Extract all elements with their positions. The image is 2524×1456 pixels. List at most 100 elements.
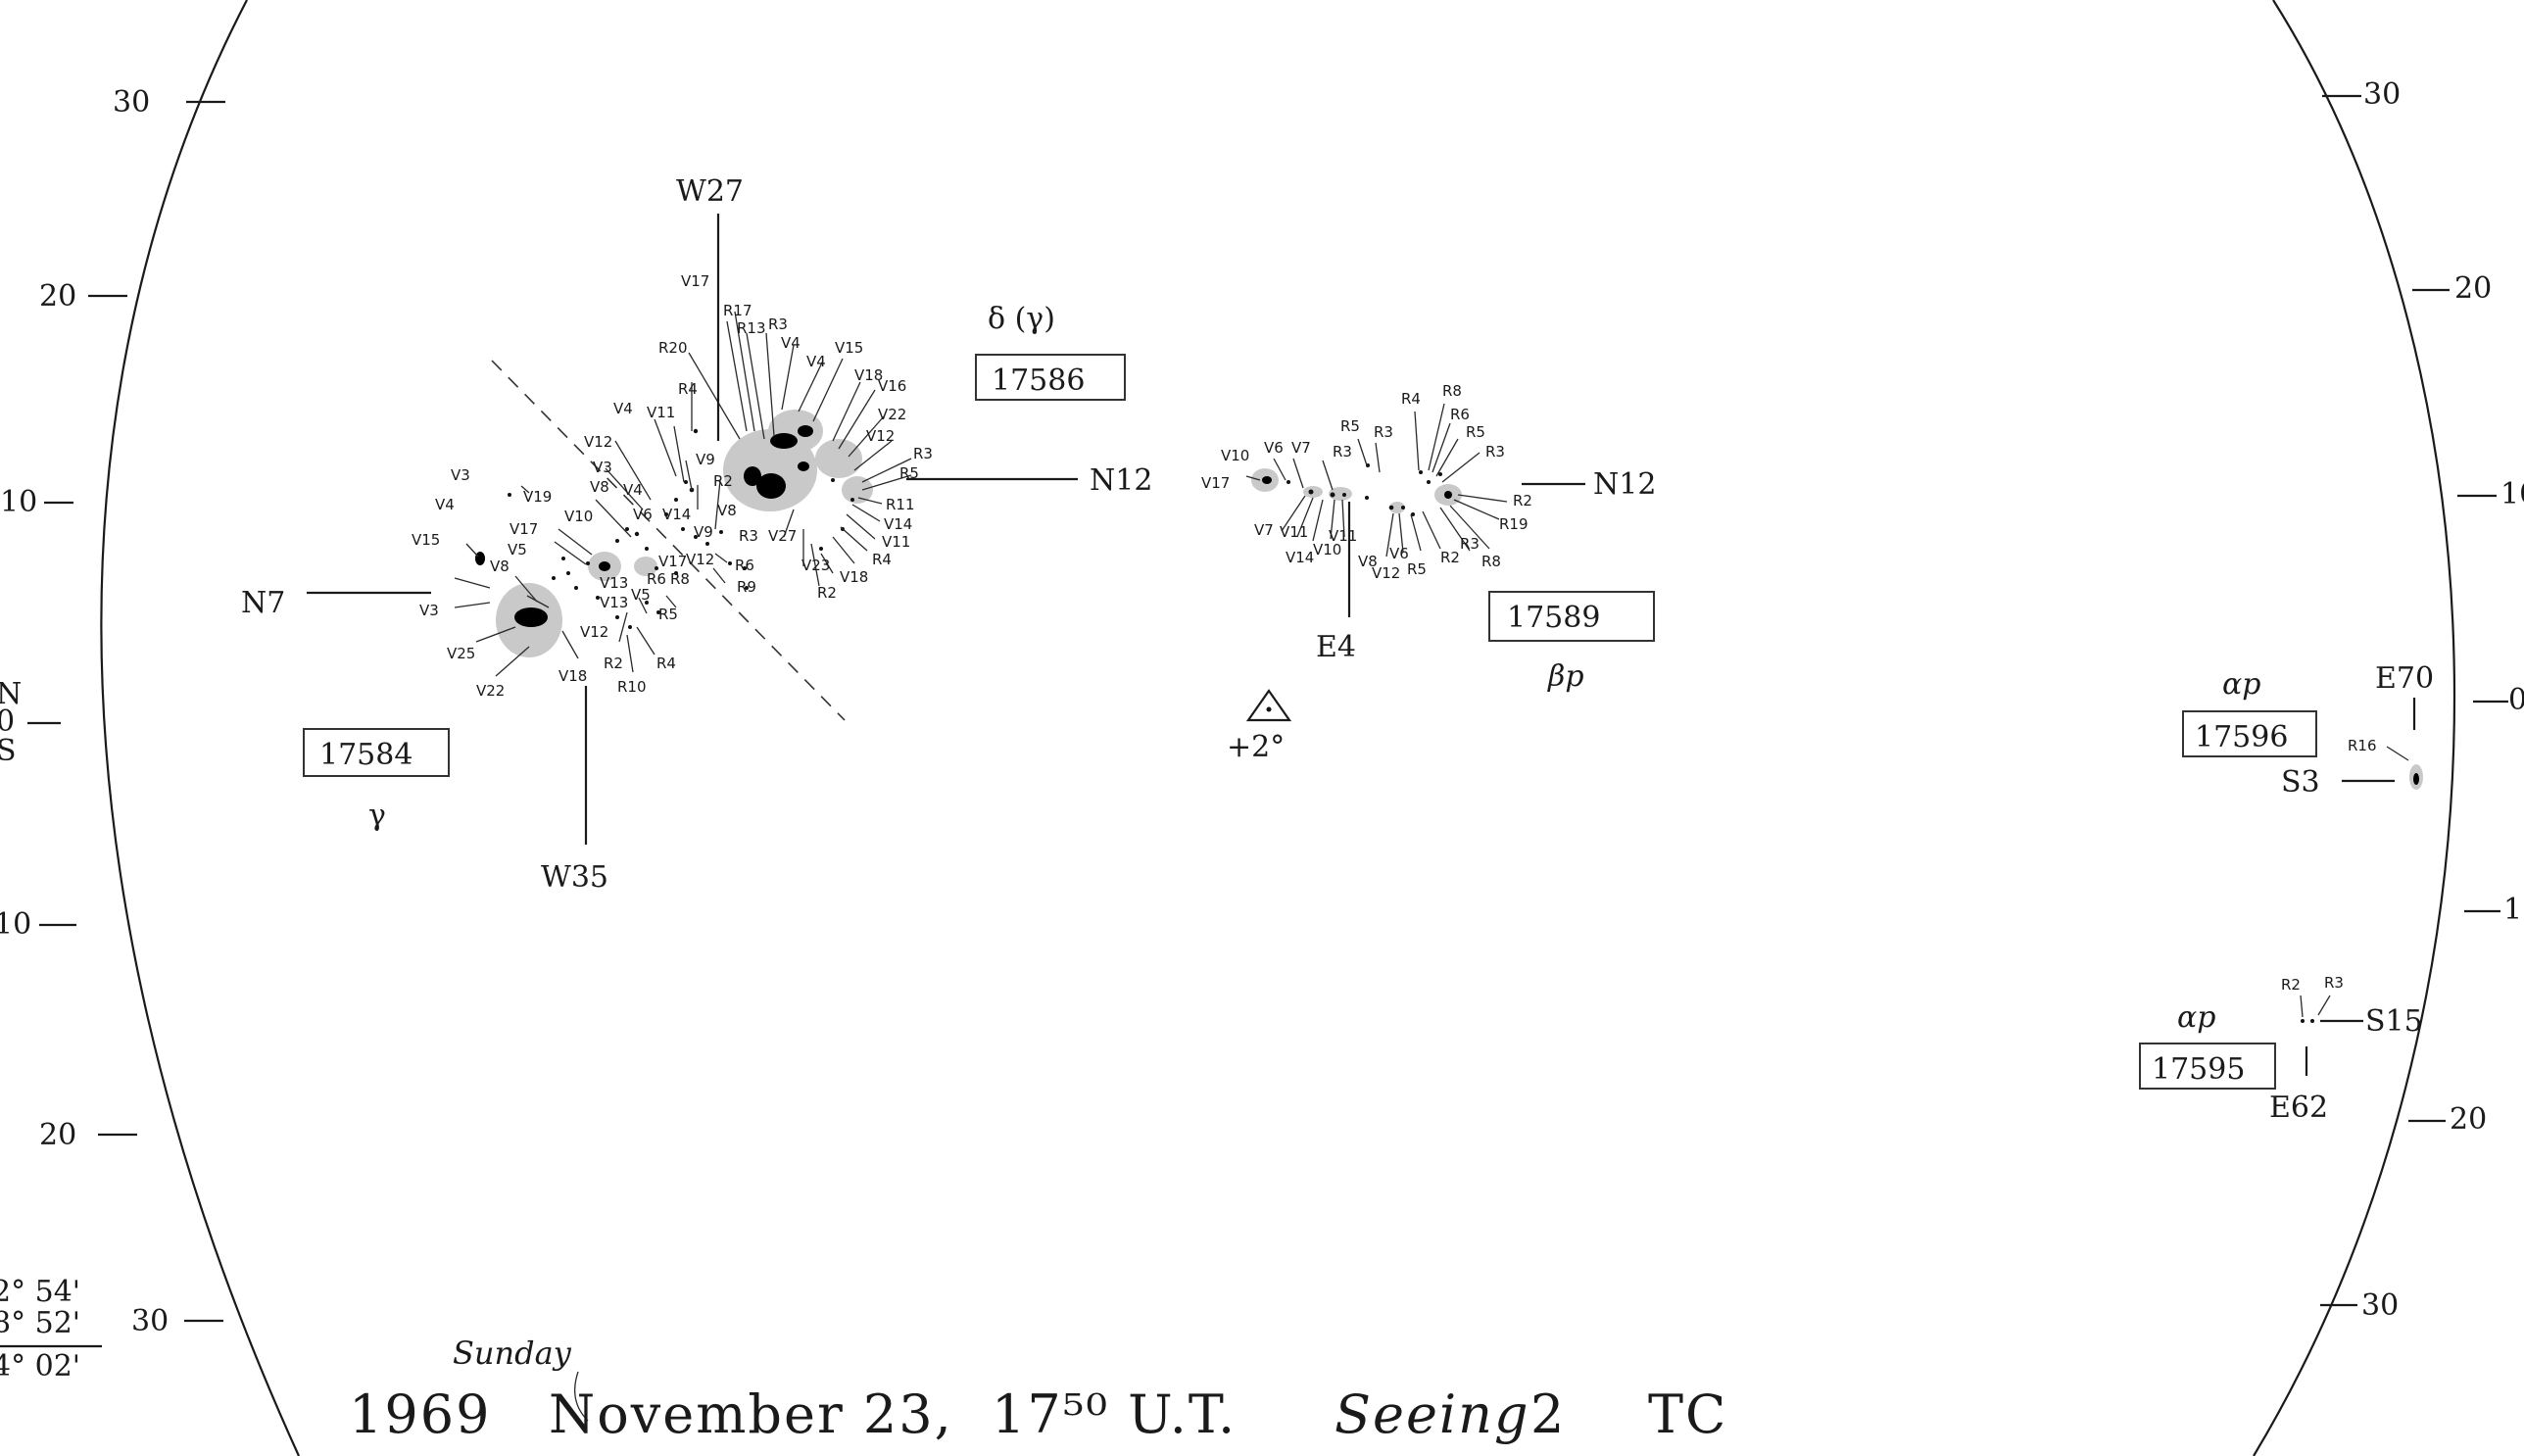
spot-label: R5 bbox=[1407, 560, 1427, 578]
spot-label: V7 bbox=[1254, 521, 1274, 539]
penumbra bbox=[1389, 502, 1405, 513]
spot-label: V12 bbox=[866, 427, 895, 445]
spot-label: R13 bbox=[737, 319, 766, 337]
footer-seeing-label: Seeing bbox=[1335, 1383, 1530, 1445]
spot-label: V4 bbox=[623, 481, 643, 499]
spot-label: V10 bbox=[1221, 447, 1249, 464]
spot-label: R5 bbox=[1340, 417, 1360, 435]
group-box-17584 bbox=[303, 728, 450, 777]
svg-text:4° 02': 4° 02' bbox=[0, 1349, 80, 1383]
coord-label-w27: W27 bbox=[676, 174, 744, 209]
spot-label: R3 bbox=[1333, 443, 1352, 461]
spot-label: V18 bbox=[558, 667, 587, 685]
footer-seeing-value: 2 bbox=[1530, 1383, 1566, 1445]
umbra bbox=[798, 461, 809, 471]
spot-label: V17 bbox=[681, 272, 709, 290]
spot-label: V8 bbox=[590, 478, 609, 496]
spot-label: R3 bbox=[1485, 443, 1505, 461]
spot-label: R16 bbox=[2348, 737, 2377, 754]
equator-south-label: S bbox=[0, 734, 17, 768]
spot-label: V23 bbox=[801, 557, 830, 574]
spot-label: V3 bbox=[451, 466, 470, 484]
group-box-17586 bbox=[975, 354, 1126, 401]
group-box-17596 bbox=[2182, 710, 2317, 757]
umbra bbox=[2413, 773, 2419, 785]
spot-label: V12 bbox=[686, 551, 714, 568]
umbra bbox=[515, 610, 527, 620]
triangle-icon bbox=[1245, 689, 1292, 722]
pores bbox=[508, 428, 854, 629]
umbra bbox=[756, 473, 786, 499]
spot-label: V7 bbox=[1291, 439, 1311, 457]
spot-label: V22 bbox=[476, 682, 505, 700]
spot-label: V18 bbox=[854, 366, 883, 384]
spot-label: R10 bbox=[617, 678, 647, 696]
spot-label: R8 bbox=[1442, 382, 1462, 400]
spot-label: R5 bbox=[899, 464, 919, 482]
spot-label: V16 bbox=[878, 377, 906, 395]
spot-label: R8 bbox=[1481, 553, 1501, 570]
leader-lines bbox=[454, 311, 912, 677]
spot-label: R8 bbox=[670, 570, 690, 588]
penumbra bbox=[1329, 487, 1352, 501]
spot-label: R3 bbox=[2324, 974, 2344, 992]
coord-label-n12: N12 bbox=[1090, 463, 1152, 498]
spot-label: R5 bbox=[1466, 423, 1485, 441]
spot-labels-east: V10 V6 V7 V17 R5 R3 R4 R8 R6 R5 R3 R3 V7… bbox=[1201, 382, 1532, 582]
spot-label: V15 bbox=[835, 339, 863, 357]
spot-label: V22 bbox=[878, 406, 906, 423]
spot-label: R6 bbox=[647, 570, 666, 588]
penumbra bbox=[634, 557, 657, 576]
spot-label: V4 bbox=[781, 334, 801, 352]
group-class-17596: αp bbox=[2222, 667, 2260, 702]
spot-label: V5 bbox=[631, 586, 651, 604]
equator-north-label: N bbox=[0, 677, 22, 711]
spot-label: R2 bbox=[713, 472, 733, 490]
group-separator-line bbox=[491, 360, 846, 721]
spot-label: V9 bbox=[696, 451, 715, 468]
group-box-17589 bbox=[1488, 591, 1655, 642]
lat-label-right-20s: 20 bbox=[2450, 1102, 2487, 1137]
spot-label: V15 bbox=[412, 531, 440, 549]
spot-label: V5 bbox=[508, 541, 527, 558]
umbra bbox=[744, 466, 761, 486]
group-class-17595: αp bbox=[2177, 1000, 2215, 1035]
lat-label-left-20n: 20 bbox=[39, 279, 76, 314]
umbra bbox=[1444, 491, 1452, 499]
spot-label: V17 bbox=[658, 553, 687, 570]
umbra bbox=[770, 433, 798, 449]
group-number-17596: 17596 bbox=[2195, 720, 2288, 754]
spot-label: V3 bbox=[593, 459, 612, 476]
footer-time: 17⁵⁰ U.T. bbox=[992, 1383, 1237, 1445]
spot-label: V12 bbox=[584, 433, 612, 451]
spot-label: R3 bbox=[739, 527, 758, 545]
spot-label: V3 bbox=[419, 602, 439, 619]
lat-label-left-10s: 10 bbox=[0, 907, 31, 942]
spot-label: R20 bbox=[658, 339, 688, 357]
lat-label-right-30s: 30 bbox=[2361, 1288, 2399, 1323]
penumbra bbox=[815, 439, 862, 478]
umbra bbox=[798, 425, 813, 437]
spot-label: R4 bbox=[678, 380, 698, 398]
spot-label: V12 bbox=[1372, 564, 1400, 582]
footer: Sunday 1969 November 23, 17⁵⁰ U.T. Seein… bbox=[349, 1335, 1727, 1445]
umbra bbox=[475, 552, 485, 565]
lat-label-right-0: 0 bbox=[2508, 683, 2524, 717]
lat-label-left-30s: 30 bbox=[131, 1304, 169, 1338]
coord-label-e62: E62 bbox=[2269, 1091, 2328, 1125]
spot-labels-west: V17 R17 R20 R13 R3 V4 V4 V15 V18 R4 V16 … bbox=[412, 272, 933, 700]
spot-label: R2 bbox=[2281, 976, 2301, 994]
lat-label-left-10n: 10 bbox=[0, 485, 37, 519]
spot-label: R6 bbox=[1450, 406, 1470, 423]
umbra bbox=[1262, 476, 1272, 484]
spot-label: V4 bbox=[613, 400, 633, 417]
footer-observer: TC bbox=[1648, 1383, 1727, 1445]
group-number-17589: 17589 bbox=[1507, 601, 1600, 635]
spot-label: V10 bbox=[564, 508, 593, 525]
coord-label-s3: S3 bbox=[2281, 765, 2320, 800]
spot-label: V6 bbox=[1389, 545, 1409, 562]
coord-label-s15: S15 bbox=[2365, 1004, 2423, 1039]
lat-label-right-10n: 10 bbox=[2500, 477, 2524, 511]
sunspot-group-17584-17586: W27 N12 N7 W35 17586 δ (γ) 17584 γ bbox=[241, 174, 1152, 895]
